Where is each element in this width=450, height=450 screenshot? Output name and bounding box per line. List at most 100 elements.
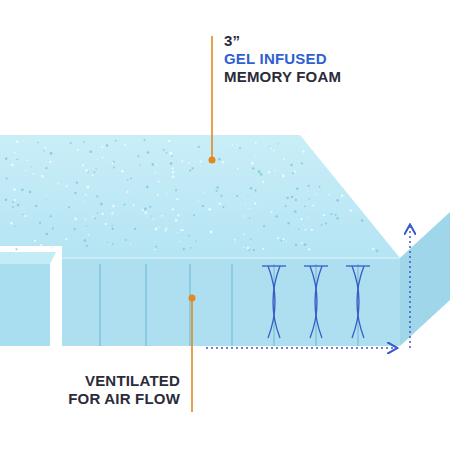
gel-speck	[106, 144, 109, 147]
gel-speck	[134, 228, 136, 230]
gel-speck	[273, 150, 275, 152]
gel-speck	[147, 185, 148, 186]
gel-speck	[330, 213, 332, 215]
gel-speck	[102, 157, 104, 159]
gel-speck	[87, 172, 88, 173]
gel-speck	[126, 191, 128, 193]
gel-speck	[112, 243, 114, 245]
gel-speck	[50, 215, 52, 217]
gel-speck	[361, 219, 363, 221]
gel-speck	[372, 248, 374, 250]
gel-speck	[85, 218, 87, 220]
gel-speck	[170, 162, 173, 165]
gel-speck	[85, 194, 87, 196]
gel-speck	[262, 181, 264, 183]
gel-speck	[127, 179, 129, 181]
gel-speck	[166, 152, 168, 154]
gel-speck	[268, 171, 270, 173]
gel-speck	[15, 226, 16, 227]
gel-speck	[12, 206, 14, 208]
gel-speck	[16, 140, 19, 143]
gel-speck	[263, 225, 265, 227]
gel-speck	[294, 171, 296, 173]
gel-speck	[270, 211, 272, 213]
gel-speck	[286, 197, 288, 199]
gel-speck	[13, 188, 16, 191]
gel-speck	[188, 235, 190, 237]
gel-speck	[85, 169, 88, 172]
gel-speck	[219, 202, 221, 204]
gel-speck	[163, 149, 165, 151]
gel-speck	[14, 199, 16, 201]
gel-speck	[251, 162, 254, 165]
gel-speck	[15, 248, 17, 250]
gel-speck	[84, 239, 87, 242]
gel-speck	[248, 249, 250, 251]
gel-speck	[155, 164, 157, 166]
gel-speck	[43, 150, 44, 151]
gel-speckles	[5, 139, 379, 252]
gel-speck	[350, 209, 352, 211]
gel-speck	[215, 190, 217, 192]
gel-speck	[172, 208, 174, 210]
gel-speck	[101, 146, 103, 148]
gel-speck	[190, 247, 192, 249]
gel-speck	[244, 215, 245, 216]
material-label: MEMORY FOAM	[224, 68, 424, 86]
gel-speck	[130, 244, 131, 245]
gel-speck	[296, 188, 299, 191]
gel-speck	[74, 228, 76, 230]
gel-speck	[139, 164, 141, 166]
gel-speck	[68, 206, 70, 208]
gel-speck	[179, 241, 180, 242]
gel-speck	[101, 213, 103, 215]
gel-speck	[57, 183, 59, 185]
gel-speck	[92, 216, 93, 217]
gel-speck	[153, 218, 154, 219]
foam-side	[0, 264, 50, 346]
gel-speck	[234, 241, 235, 242]
gel-speck	[88, 234, 90, 236]
gel-speck	[270, 148, 272, 150]
gel-speck	[308, 217, 309, 218]
gel-speck	[308, 198, 310, 200]
gel-speck	[5, 199, 8, 202]
gel-speck	[125, 239, 127, 241]
gel-speck	[275, 170, 276, 171]
foam-top	[0, 252, 56, 264]
gel-speck	[44, 147, 46, 149]
gel-speck	[282, 238, 284, 240]
gel-speck	[76, 181, 78, 183]
gel-speck	[182, 229, 184, 231]
gel-speck	[376, 249, 379, 252]
edge-highlight	[62, 257, 400, 259]
gel-speck	[10, 222, 13, 225]
gel-speck	[14, 152, 16, 154]
gel-speck	[83, 201, 84, 202]
gel-speck	[146, 187, 147, 188]
gel-speck	[39, 222, 41, 224]
gel-speck	[87, 186, 90, 189]
gel-speck	[249, 208, 250, 209]
gel-speck	[281, 240, 283, 242]
gel-speck	[12, 201, 14, 203]
gel-speck	[262, 248, 264, 250]
gel-speck	[158, 180, 160, 182]
gel-speck	[155, 246, 157, 248]
gel-speck	[35, 205, 37, 207]
gel-speck	[86, 245, 88, 247]
gel-speck	[113, 166, 115, 168]
gel-speck	[183, 248, 185, 250]
foam-side	[62, 258, 400, 346]
gel-speck	[294, 210, 297, 213]
gel-speck	[177, 214, 179, 216]
gel-speck	[124, 144, 126, 146]
gel-speck	[301, 162, 303, 164]
gel-speck	[192, 167, 194, 169]
gel-speck	[220, 195, 222, 197]
gel-speck	[324, 214, 326, 216]
gel-speck	[243, 247, 244, 248]
gel-speck	[250, 187, 253, 190]
gel-speck	[86, 225, 87, 226]
